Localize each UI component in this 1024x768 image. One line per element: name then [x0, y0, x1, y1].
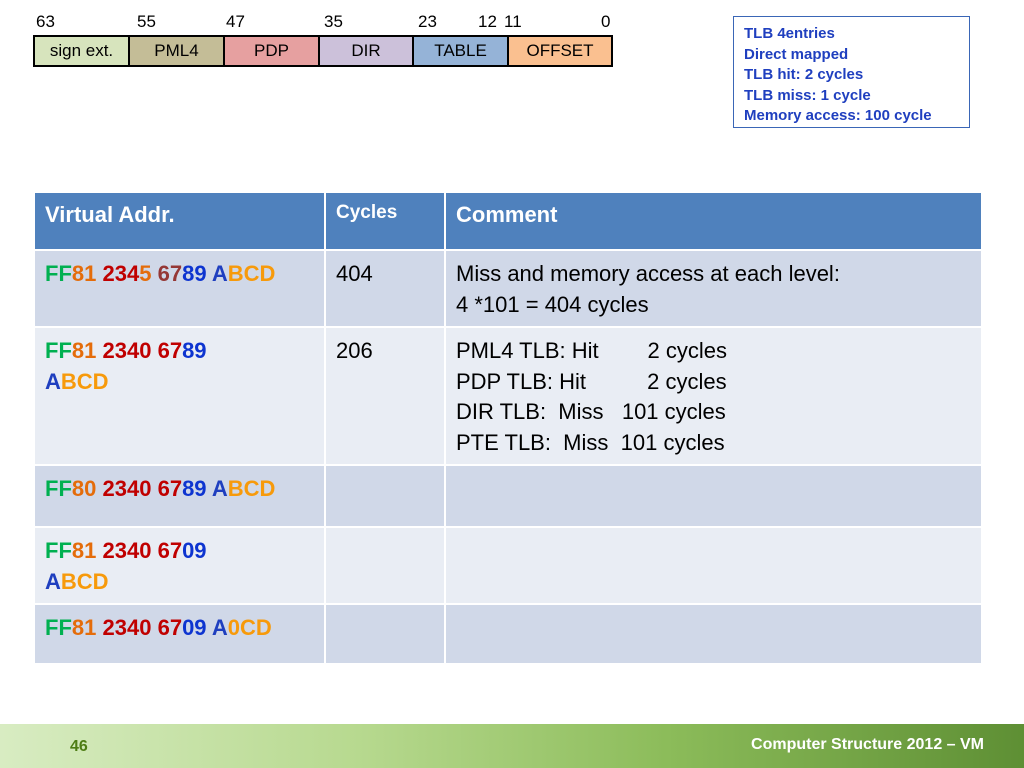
- addr-seg: 67: [157, 476, 183, 501]
- info-line-hit: TLB hit: 2 cycles: [744, 66, 864, 83]
- comment-line: PML4 TLB: Hit 2 cycles: [456, 338, 728, 363]
- addr-seg: 89: [182, 476, 207, 501]
- comment-line: PDP TLB: Hit 2 cycles: [456, 368, 727, 394]
- header-virtual-addr: Virtual Addr.: [33, 191, 326, 251]
- addr-seg: FF: [45, 261, 72, 286]
- footer-title: Computer Structure 2012 – VM: [751, 736, 984, 753]
- page-number: 46: [70, 738, 88, 755]
- addr-seg: A: [211, 615, 228, 640]
- info-line-entries: TLB 4entries: [744, 25, 835, 42]
- comment-line: PTE TLB: Miss 101 cycles: [456, 429, 725, 455]
- field-pdp: PDP: [225, 37, 320, 65]
- addr-seg: 2340: [102, 615, 152, 640]
- addr-seg: A: [45, 368, 61, 394]
- addr-seg: 234: [102, 261, 140, 286]
- header-cycles: Cycles: [324, 191, 446, 251]
- addr-seg: FF: [45, 476, 72, 501]
- bit-label-11: 11: [504, 12, 522, 31]
- table-header-row: Virtual Addr. Cycles Comment: [33, 191, 983, 251]
- addr-seg: FF: [45, 615, 72, 640]
- field-offset: OFFSET: [509, 37, 611, 65]
- addr-seg: 67: [157, 338, 183, 363]
- addr-seg: A: [45, 568, 61, 594]
- info-line-mapping: Direct mapped: [744, 45, 849, 63]
- addr-seg: 67: [157, 538, 183, 563]
- addr-seg: FF: [45, 338, 72, 363]
- comment-cell: PML4 TLB: Hit 2 cycles PDP TLB: Hit 2 cy…: [444, 326, 983, 466]
- addr-seg: 0: [227, 615, 240, 640]
- comment-cell: [444, 603, 983, 665]
- table-row: FF81 2345 6789 ABCD 404 Miss and memory …: [33, 249, 983, 328]
- bit-label-55: 55: [137, 12, 156, 31]
- comment-cell: Miss and memory access at each level: 4 …: [444, 249, 983, 328]
- addr-seg: 81: [71, 615, 97, 640]
- table-row: FF81 2340 6709 A0CD: [33, 603, 983, 665]
- addr-seg: 09: [182, 615, 207, 640]
- comment-line: DIR TLB: Miss 101 cycles: [456, 399, 726, 424]
- bit-label-47: 47: [226, 12, 245, 31]
- address-field-diagram: sign ext. PML4 PDP DIR TABLE OFFSET: [33, 35, 613, 67]
- addr-seg: 2340: [102, 538, 152, 563]
- addr-seg: 81: [71, 261, 97, 286]
- field-sign-ext: sign ext.: [35, 37, 130, 65]
- addr-seg: 67: [157, 261, 183, 286]
- addr-seg: 80: [71, 476, 97, 501]
- comment-line: 4 *101 = 404 cycles: [456, 291, 649, 317]
- bit-label-23: 23: [418, 12, 437, 31]
- addr-seg: 89: [182, 261, 207, 286]
- cycles-cell: [324, 526, 446, 605]
- cycles-cell: 206: [324, 326, 446, 466]
- field-dir: DIR: [320, 37, 414, 65]
- virtual-addr-cell: FF81 2340 6709 A0CD: [33, 603, 326, 665]
- addr-seg: 5: [139, 261, 152, 286]
- cycles-cell: [324, 464, 446, 528]
- addr-seg: 81: [71, 338, 97, 363]
- field-pml4: PML4: [130, 37, 225, 65]
- header-comment: Comment: [444, 191, 983, 251]
- addr-seg: 89: [182, 338, 207, 363]
- field-table: TABLE: [414, 37, 509, 65]
- virtual-addr-cell: FF80 2340 6789 ABCD: [33, 464, 326, 528]
- bit-index-row: 63 55 47 35 23 12 11 0: [0, 12, 640, 34]
- bit-label-0: 0: [601, 12, 611, 31]
- table-row: FF80 2340 6789 ABCD: [33, 464, 983, 528]
- cycles-cell: [324, 603, 446, 665]
- bit-label-63: 63: [36, 12, 55, 31]
- slide-footer: 46 Computer Structure 2012 – VM: [0, 724, 1024, 768]
- addr-seg: FF: [45, 538, 72, 563]
- info-line-memory: Memory access: 100 cycle: [744, 107, 932, 124]
- addr-seg: A: [211, 476, 228, 501]
- addr-seg: BCD: [227, 261, 276, 286]
- addr-seg: CD: [239, 615, 272, 640]
- bit-label-12: 12: [478, 12, 497, 31]
- comment-cell: [444, 464, 983, 528]
- cycles-cell: 404: [324, 249, 446, 328]
- addr-seg: 09: [182, 538, 207, 563]
- addr-seg: 2340: [102, 476, 152, 501]
- addr-seg: BCD: [227, 476, 276, 501]
- comment-cell: [444, 526, 983, 605]
- virtual-addr-cell: FF81 2345 6789 ABCD: [33, 249, 326, 328]
- addr-seg: BCD: [60, 568, 109, 594]
- bit-label-35: 35: [324, 12, 343, 31]
- address-cycles-table: Virtual Addr. Cycles Comment FF81 2345 6…: [33, 191, 983, 665]
- addr-seg: 81: [71, 538, 97, 563]
- tlb-info-box: TLB 4entries Direct mapped TLB hit: 2 cy…: [733, 16, 970, 128]
- addr-seg: 67: [157, 615, 183, 640]
- addr-seg: A: [211, 261, 228, 286]
- info-line-miss: TLB miss: 1 cycle: [744, 86, 871, 104]
- comment-line: Miss and memory access at each level:: [456, 261, 840, 286]
- addr-seg: BCD: [60, 368, 109, 394]
- addr-seg: 2340: [102, 338, 152, 363]
